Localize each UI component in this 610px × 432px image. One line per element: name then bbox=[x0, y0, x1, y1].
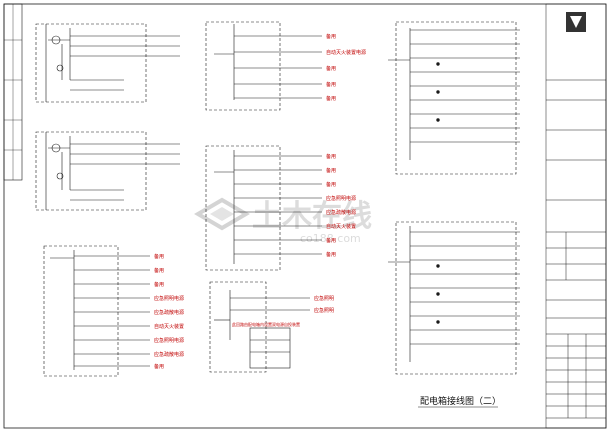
panel-bottom-right bbox=[388, 221, 520, 375]
circuit-label: 应急照明 bbox=[314, 307, 334, 314]
circuit-label: 自动灭火装置 bbox=[154, 323, 184, 330]
circuit-label: 备用 bbox=[154, 253, 164, 260]
circuit-label: 应急疏散电源 bbox=[326, 209, 356, 216]
circuit-label: 备用 bbox=[326, 251, 336, 258]
circuit-label: 备用 bbox=[154, 363, 164, 370]
panel-bottom-mid bbox=[209, 281, 310, 373]
circuit-label: 应急照明电源 bbox=[154, 295, 184, 302]
drawing-title: 配电箱接线图（二） bbox=[420, 395, 501, 407]
circuit-label: 备用 bbox=[326, 153, 336, 160]
panel-bottom-left bbox=[43, 245, 150, 377]
panel-top-right bbox=[388, 21, 520, 175]
panel-top-mid bbox=[205, 21, 322, 111]
watermark-brand: 土木在线 bbox=[252, 199, 372, 234]
circuit-label: 应急疏散电源 bbox=[154, 351, 184, 358]
panel-top-mid-labels: 备用 自动灭火装置电源 备用 备用 备用 bbox=[326, 33, 366, 102]
circuit-label: 应急疏散电源 bbox=[154, 309, 184, 316]
panel-mid-mid bbox=[205, 145, 322, 271]
watermark-url: co188.com bbox=[300, 232, 361, 245]
circuit-label: 应急照明电源 bbox=[154, 337, 184, 344]
circuit-label: 自动灭火装置电源 bbox=[326, 49, 366, 56]
panel-top-left-1 bbox=[35, 23, 180, 103]
circuit-label: 备用 bbox=[326, 181, 336, 188]
panel-top-left-2 bbox=[35, 131, 180, 211]
circuit-label: 备用 bbox=[326, 65, 336, 72]
binding-strip bbox=[3, 3, 23, 181]
watermark-logo-icon bbox=[194, 197, 250, 231]
panel-note: 此回路由配电箱内设置双电源自投装置 bbox=[232, 321, 300, 327]
circuit-label: 备用 bbox=[326, 81, 336, 88]
panel-bottom-mid-labels: 应急照明 应急照明 此回路由配电箱内设置双电源自投装置 bbox=[232, 295, 334, 327]
company-logo-icon bbox=[566, 12, 586, 32]
circuit-label: 备用 bbox=[326, 237, 336, 244]
circuit-label: 备用 bbox=[154, 267, 164, 274]
circuit-label: 自动灭火装置 bbox=[326, 223, 356, 230]
circuit-label: 备用 bbox=[154, 281, 164, 288]
circuit-label: 备用 bbox=[326, 167, 336, 174]
circuit-label: 应急照明 bbox=[314, 295, 334, 302]
panel-bottom-left-labels: 备用 备用 备用 应急照明电源 应急疏散电源 自动灭火装置 应急照明电源 应急疏… bbox=[154, 253, 184, 370]
circuit-label: 备用 bbox=[326, 95, 336, 102]
circuit-label: 应急照明电源 bbox=[326, 195, 356, 202]
circuit-label: 备用 bbox=[326, 33, 336, 40]
watermark: 土木在线 co188.com bbox=[194, 197, 372, 245]
title-block bbox=[545, 3, 607, 429]
panel-mid-mid-labels: 备用 备用 备用 应急照明电源 应急疏散电源 自动灭火装置 备用 备用 bbox=[326, 153, 356, 258]
